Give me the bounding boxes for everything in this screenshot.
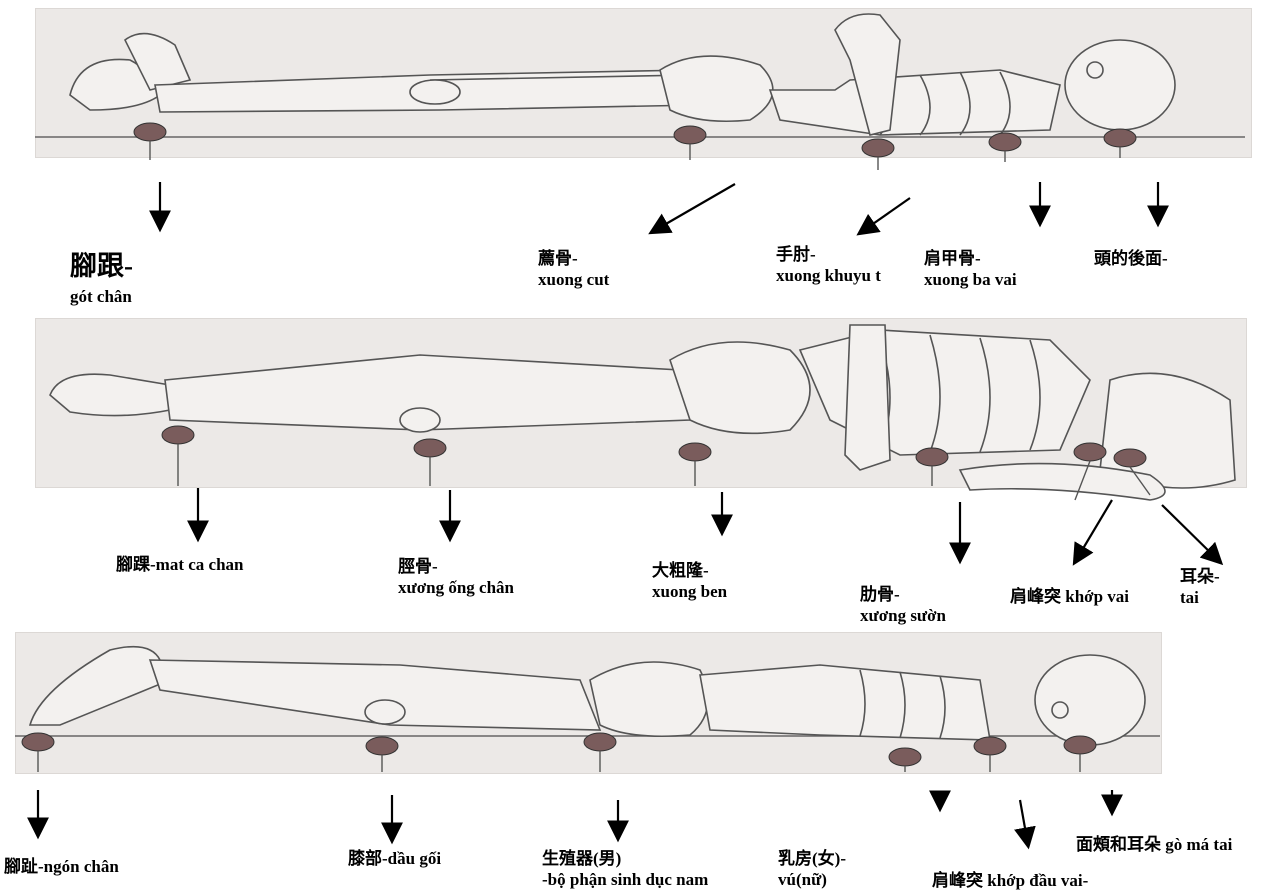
label-ribs: 肋骨- xương sườn	[858, 584, 948, 627]
label-scapula: 肩甲骨- xuong ba vai	[922, 248, 1019, 291]
arrow-ear	[1162, 505, 1220, 562]
label-shoulder-side: 肩峰突 khớp vai	[1008, 586, 1131, 607]
arrow-shoulder-side	[1075, 500, 1112, 562]
label-elbow: 手肘- xuong khuyu t	[774, 244, 883, 287]
label-toes: 腳趾-ngón chân	[2, 856, 121, 877]
label-sacrum: 薦骨- xuong cut	[536, 248, 611, 291]
label-heel: 腳跟-	[68, 250, 135, 282]
arrow-elbow	[860, 198, 910, 233]
arrow-sacrum	[652, 184, 735, 232]
label-breast: 乳房(女)- vú(nữ)	[776, 848, 848, 891]
label-ankle: 腳踝-mat ca chan	[114, 554, 245, 575]
label-trochanter: 大粗隆- xuong ben	[650, 560, 729, 603]
arrow-shoulder-prone	[1020, 800, 1028, 845]
label-knee: 膝部-dầu gối	[346, 848, 443, 869]
label-shoulder-prone: 肩峰突 khớp đầu vai-	[930, 870, 1090, 891]
label-back-of-head: 頭的後面-	[1092, 248, 1170, 269]
label-heel-vi: gót chân	[68, 286, 134, 307]
label-genitals: 生殖器(男) -bộ phận sinh dục nam	[540, 848, 710, 891]
label-tibia: 脛骨- xương ống chân	[396, 556, 516, 599]
label-ear: 耳朵- tai	[1178, 566, 1222, 609]
label-cheek-ear: 面頰和耳朵 gò má tai	[1074, 834, 1234, 855]
